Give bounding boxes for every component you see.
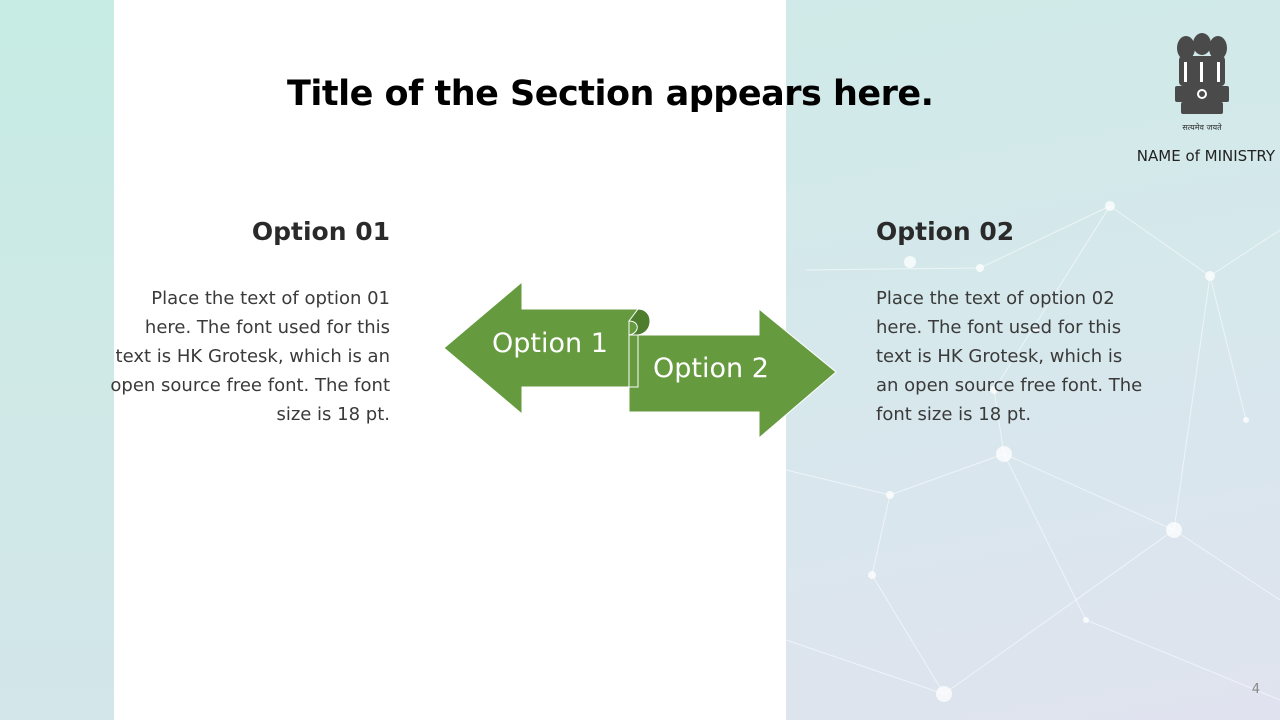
left-accent-band: [0, 0, 114, 720]
option-01-text: Place the text of option 01 here. The fo…: [110, 288, 390, 425]
option-1-arrow-label: Option 1: [492, 328, 608, 359]
option-02-text: Place the text of option 02 here. The fo…: [876, 288, 1143, 425]
network-pattern-decoration: [786, 201, 1280, 702]
right-decorative-panel: [786, 0, 1280, 720]
ministry-name: NAME of MINISTRY: [1136, 147, 1275, 165]
option-2-arrow-label: Option 2: [653, 353, 769, 384]
page-number: 4: [1251, 682, 1260, 697]
section-title: Title of the Section appears here.: [287, 74, 934, 114]
two-way-arrow-graphic: [443, 280, 837, 440]
national-emblem-icon: सत्यमेव जयते: [1175, 33, 1229, 132]
option-02-heading: Option 02: [876, 217, 1015, 246]
option-01-heading: Option 01: [251, 217, 390, 246]
option-2-arrow: [628, 307, 837, 440]
emblem-motto: सत्यमेव जयते: [1182, 122, 1222, 132]
option-1-arrow: [443, 280, 639, 416]
